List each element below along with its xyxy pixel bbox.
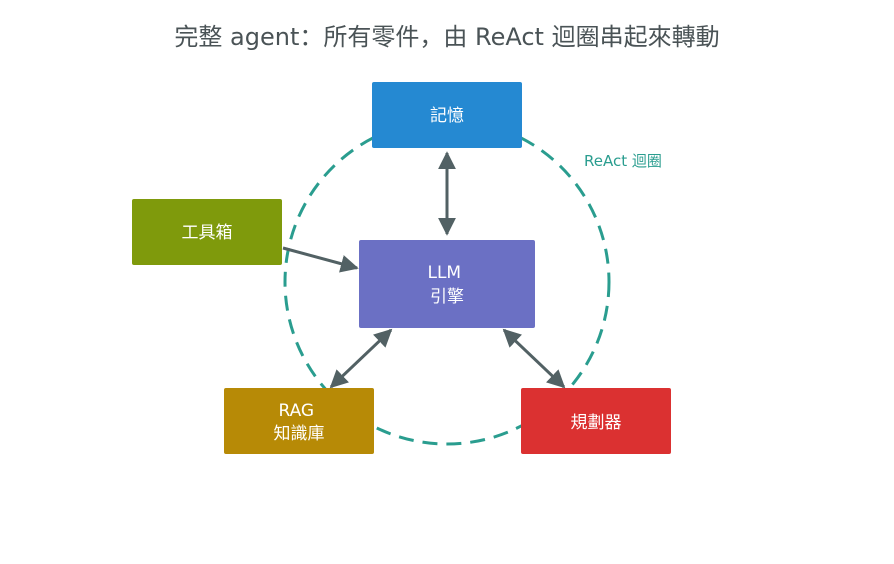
rag-label-line-2: 知識庫	[274, 424, 325, 444]
planner-label-line: 規劃器	[571, 413, 622, 433]
rag-label-line-1: RAG	[278, 401, 314, 421]
react-loop-label: ReAct 迴圈	[584, 152, 662, 170]
memory-node: 記憶	[372, 82, 522, 148]
llm-box	[359, 240, 535, 328]
tools-llm-arrow	[282, 246, 359, 273]
diagram-title: 完整 agent：所有零件，由 ReAct 迴圈串起來轉動	[174, 23, 719, 51]
tools-label-line: 工具箱	[182, 223, 233, 243]
llm-label-line-2: 引擎	[430, 287, 464, 307]
llm-label: LLM 引擎	[427, 263, 466, 307]
llm-node: LLM 引擎	[359, 240, 535, 328]
llm-label-line-1: LLM	[427, 263, 461, 283]
memory-label-line: 記憶	[430, 106, 464, 126]
rag-label: RAG 知識庫	[274, 401, 325, 444]
memory-box	[372, 82, 522, 148]
tools-label: 工具箱	[182, 223, 233, 243]
react-loop-circle	[283, 118, 611, 446]
planner-box	[521, 388, 671, 454]
llm-rag-arrow	[329, 328, 393, 389]
tools-box	[132, 199, 282, 265]
planner-label: 規劃器	[571, 413, 622, 433]
tools-node: 工具箱	[132, 199, 282, 265]
planner-node: 規劃器	[521, 388, 671, 454]
rag-node: RAG 知識庫	[224, 388, 374, 454]
llm-planner-arrow	[502, 328, 566, 389]
rag-box	[224, 388, 374, 454]
memory-label: 記憶	[430, 106, 464, 126]
